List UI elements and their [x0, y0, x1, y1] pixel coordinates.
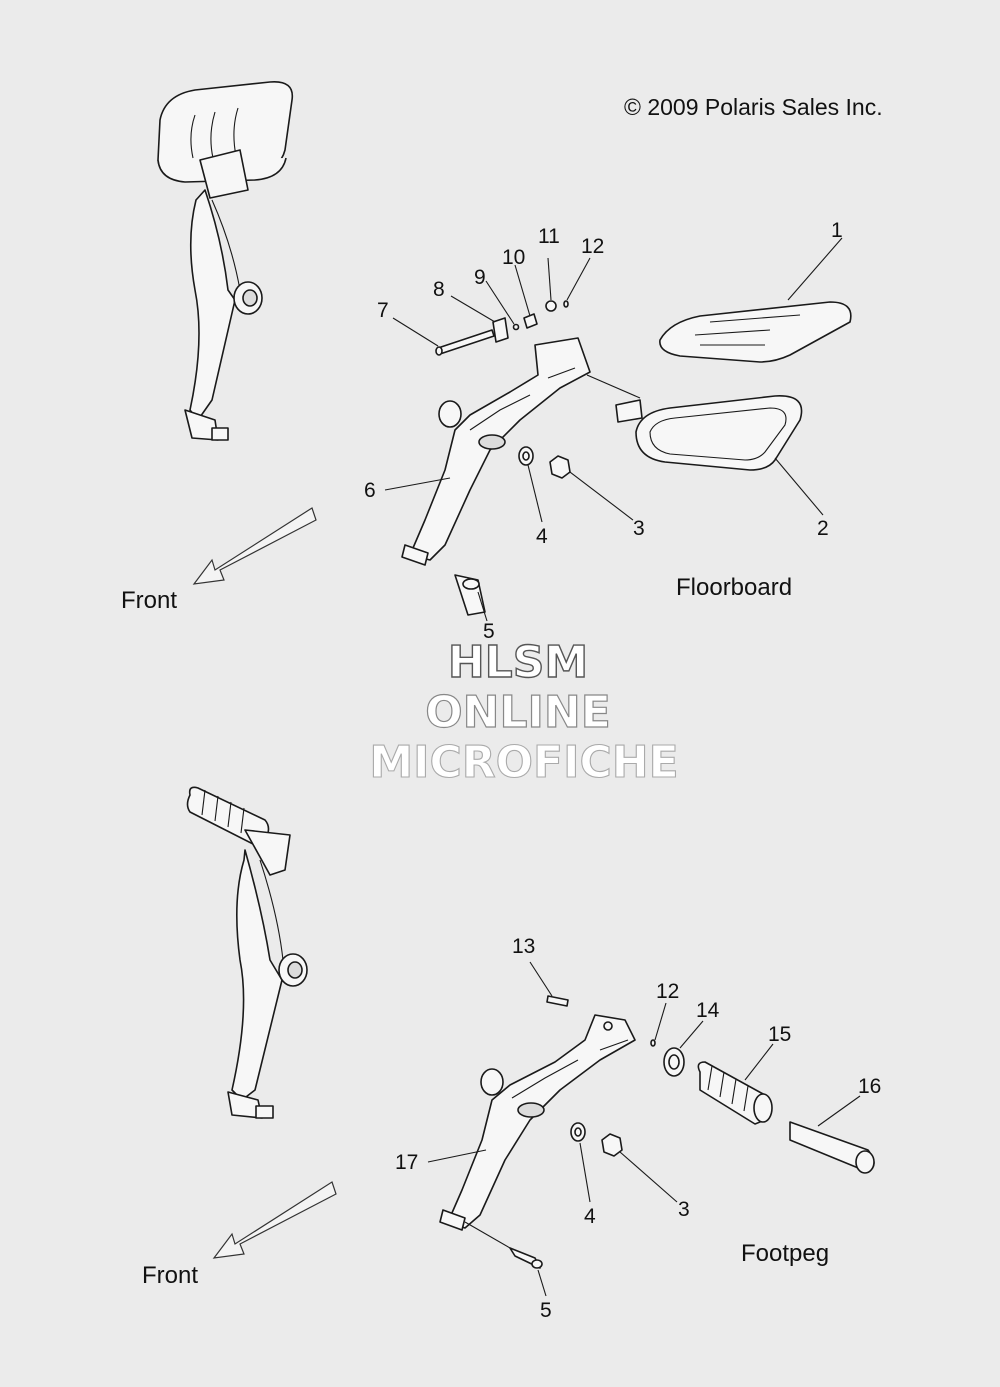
floorboard-leader-lines [384, 237, 843, 622]
copyright-text: © 2009 Polaris Sales Inc. [624, 94, 883, 120]
callout-8: 8 [433, 278, 445, 301]
footpeg-exploded-parts [439, 995, 875, 1269]
front-label-top: Front [121, 587, 177, 614]
callout-12-footpeg: 12 [656, 980, 679, 1003]
floorboard-callouts: 1 2 3 4 5 6 7 8 9 10 11 12 [364, 219, 843, 643]
floorboard-assembly-illustration [157, 81, 294, 441]
callout-4-footpeg: 4 [584, 1205, 596, 1228]
callout-4: 4 [536, 525, 548, 548]
footpeg-callouts: 13 12 14 15 16 17 4 3 5 [395, 935, 881, 1322]
callout-14: 14 [696, 999, 720, 1022]
callout-13: 13 [512, 935, 535, 958]
callout-2: 2 [817, 517, 829, 540]
footpeg-title: Footpeg [741, 1240, 829, 1267]
callout-5: 5 [483, 620, 495, 643]
callout-10: 10 [502, 246, 525, 269]
front-arrow-icon-bottom [212, 1181, 337, 1259]
callout-15: 15 [768, 1023, 791, 1046]
footpeg-assembly-illustration [186, 786, 308, 1119]
callout-9: 9 [474, 266, 486, 289]
floorboard-exploded-parts [401, 300, 852, 616]
floorboard-title: Floorboard [676, 574, 792, 601]
callout-5-footpeg: 5 [540, 1299, 552, 1322]
callout-3-footpeg: 3 [678, 1198, 690, 1221]
callout-12: 12 [581, 235, 604, 258]
callout-17: 17 [395, 1151, 418, 1174]
watermark: HLSM ONLINE MICROFICHE [369, 636, 679, 788]
watermark-line-3: MICROFICHE [369, 737, 678, 788]
footpeg-leader-lines [427, 961, 861, 1297]
callout-1: 1 [831, 219, 843, 242]
callout-6: 6 [364, 479, 376, 502]
callout-7: 7 [377, 299, 389, 322]
callout-16: 16 [858, 1075, 881, 1098]
front-arrow-icon [192, 507, 317, 585]
callout-3: 3 [633, 517, 645, 540]
front-label-bottom: Front [142, 1262, 198, 1289]
watermark-line-1: HLSM [448, 637, 588, 688]
callout-11: 11 [538, 225, 560, 248]
watermark-line-2: ONLINE [425, 687, 611, 738]
